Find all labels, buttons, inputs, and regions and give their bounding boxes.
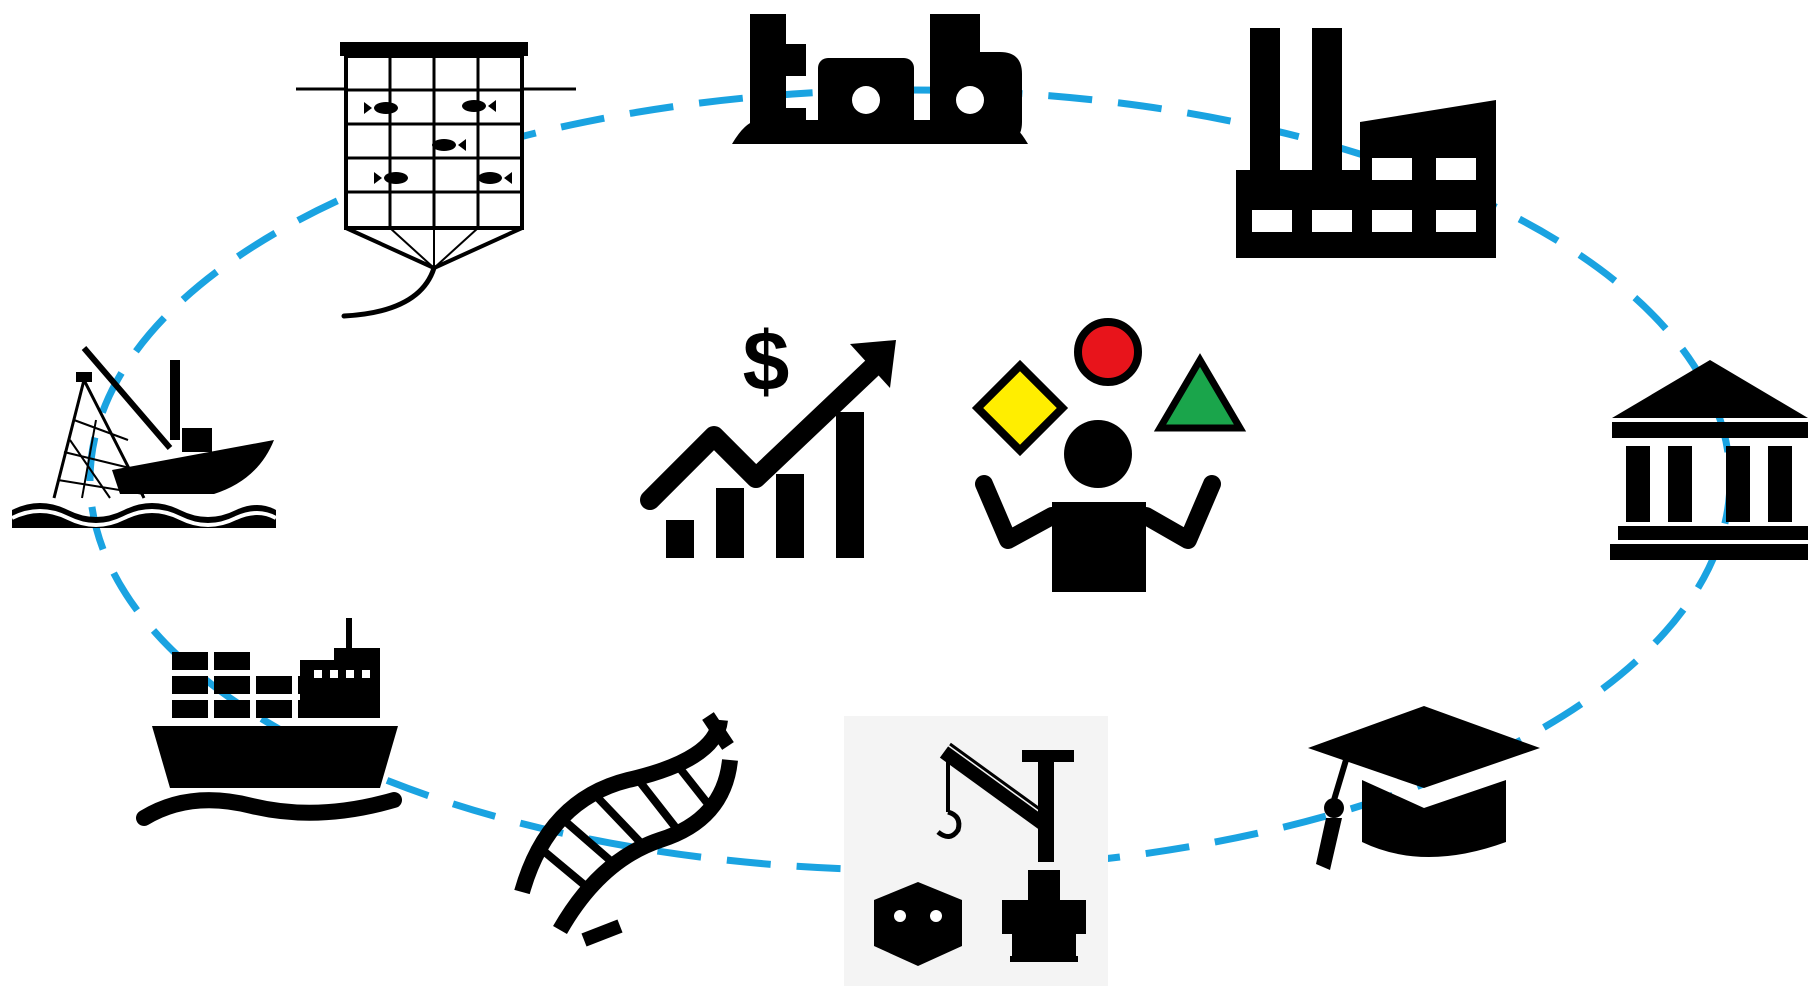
growth-chart-dollar-icon: $ (640, 314, 896, 558)
yellow-diamond-shape (971, 359, 1069, 457)
green-triangle-shape (1153, 353, 1247, 432)
factory-icon (1236, 28, 1496, 258)
offshore-crane-equipment-icon (844, 716, 1108, 986)
red-circle-shape (1074, 318, 1142, 386)
dollar-sign: $ (743, 314, 790, 408)
dna-helix-icon (514, 712, 738, 947)
graduation-cap-icon (1308, 706, 1540, 870)
container-ship-icon (136, 618, 402, 826)
institution-building-icon (1610, 360, 1808, 560)
fishing-trawler-icon (11, 346, 277, 528)
tob-logo-icon: tob (0, 0, 1028, 144)
fish-farm-net-pen-icon (296, 42, 576, 319)
tob-logo-text: tob (0, 0, 2, 1)
person-juggling-shapes-icon (971, 318, 1247, 592)
